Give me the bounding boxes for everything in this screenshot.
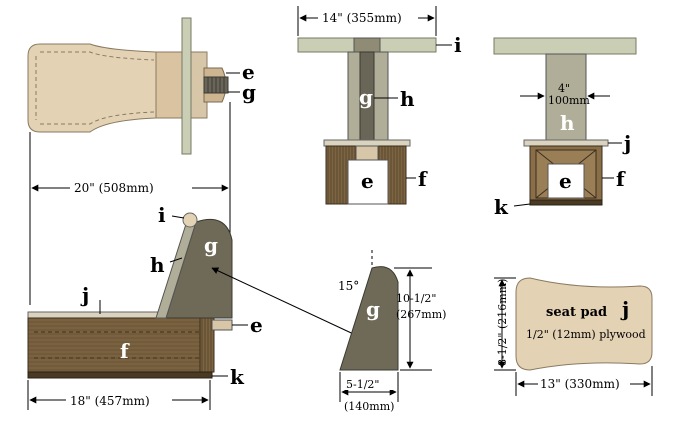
end-cavity-e [547, 163, 585, 199]
side-base-f [27, 317, 213, 373]
side-seat-board-j [27, 311, 179, 319]
label-i-front: i [454, 33, 462, 57]
label-g-front: g [359, 85, 373, 109]
dim-pillar-width-mm: 100mm [548, 94, 590, 107]
label-k-side: k [230, 365, 245, 389]
seat-pad-title: seat pad [546, 305, 607, 320]
end-plate-j [523, 139, 609, 147]
end-view: 4" 100mm h j e f k [493, 37, 637, 219]
label-h-side: h [150, 253, 165, 277]
seat-pad-j [515, 277, 653, 371]
front-cavity-e [347, 159, 389, 205]
plan-seat-pad [27, 43, 157, 133]
plan-view: e g [27, 17, 256, 155]
dim-pad-height: 8-1/2" (216mm) [496, 279, 509, 366]
label-f-front: f [418, 167, 428, 191]
plan-vertical-rail [181, 17, 192, 155]
label-j-side: j [80, 283, 89, 307]
label-k-end: k [494, 195, 509, 219]
label-f-side: f [120, 339, 130, 363]
seat-pad-detail: seat pad j 1/2" (12mm) plywood 8-1/2" (2… [494, 277, 653, 396]
side-view: j e k f i h g 18" (457mm) [27, 203, 363, 410]
label-h-end: h [560, 111, 575, 135]
front-view: 14" (355mm) i g h e f [297, 6, 462, 205]
dim-g-height-mm: (267mm) [396, 308, 446, 321]
dim-base-length: 18" (457mm) [70, 394, 150, 408]
end-post-h [545, 53, 587, 141]
side-runner-k [27, 371, 213, 379]
side-pin-i [182, 212, 198, 228]
label-f-end: f [616, 167, 626, 191]
end-top-rail [493, 37, 637, 55]
label-e-front: e [361, 169, 374, 193]
label-e-plan: e [242, 60, 255, 84]
label-e-side: e [250, 313, 263, 337]
label-j-end: j [622, 131, 631, 155]
front-plate-j [323, 139, 411, 147]
seat-pad-material: 1/2" (12mm) plywood [526, 328, 646, 341]
label-g-side: g [204, 233, 218, 257]
dim-pad-width: 13" (330mm) [540, 377, 620, 391]
dim-g-width-in: 5-1/2" [346, 378, 379, 391]
label-g-detail: g [366, 297, 380, 321]
dim-top-width: 14" (355mm) [322, 11, 402, 25]
dim-overall-length: 20" (508mm) [74, 181, 154, 195]
dim-angle: 15° [338, 279, 359, 293]
label-g-plan: g [242, 80, 256, 104]
backrest-detail: 15° g 10-1/2" (267mm) 5-1/2" (140mm) [338, 250, 446, 413]
dim-g-height-in: 10-1/2" [396, 292, 436, 305]
end-runner-k [529, 199, 603, 206]
side-bolt-e [211, 319, 233, 331]
dim-g-width-mm: (140mm) [344, 400, 394, 413]
label-j-pad: j [620, 297, 629, 321]
label-h-front: h [400, 87, 415, 111]
detail-backrest-g [339, 266, 399, 371]
plan-post-block [155, 51, 187, 119]
dim-pillar-width-in: 4" [558, 82, 570, 95]
label-i-side: i [158, 203, 166, 227]
label-e-end: e [559, 169, 572, 193]
dimension-overall-length: 20" (508mm) [29, 102, 231, 305]
